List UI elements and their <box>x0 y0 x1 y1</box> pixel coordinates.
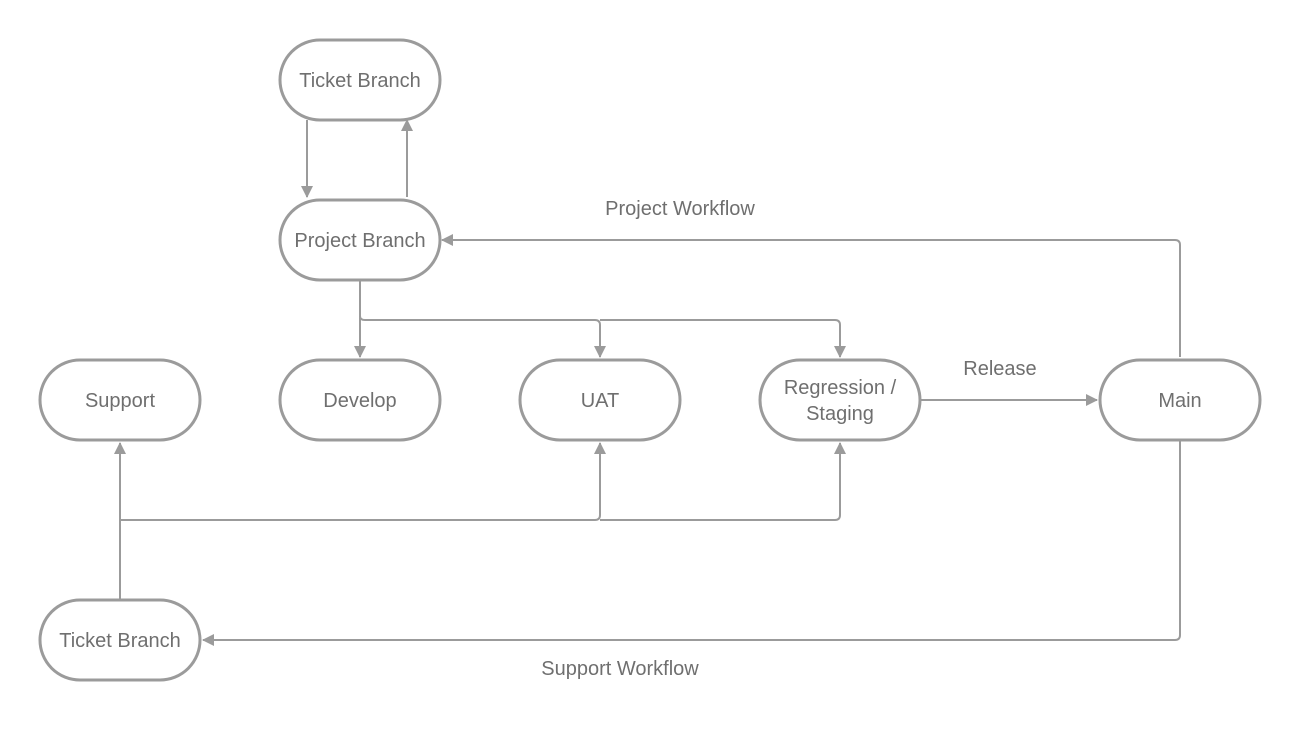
svg-text:Main: Main <box>1158 390 1201 412</box>
project-workflow-label: Project Workflow <box>605 198 755 220</box>
support-workflow-label: Support Workflow <box>541 658 699 680</box>
project-branch-node: Project Branch <box>278 198 442 282</box>
node-label-line: Main <box>1158 390 1201 412</box>
support-node: Support <box>38 358 202 442</box>
edge-main-to-project <box>441 234 1181 357</box>
ticket-branch-bottom-node: Ticket Branch <box>38 598 202 682</box>
svg-text:Develop: Develop <box>323 390 396 412</box>
node-label-line: Regression / <box>784 377 897 399</box>
svg-text:Regression /Staging: Regression / Staging <box>784 377 897 425</box>
svg-text:Ticket Branch: Ticket Branch <box>59 630 181 652</box>
edges <box>114 119 1181 646</box>
svg-text:UAT: UAT <box>581 390 620 412</box>
edge-ticket-bottom-to-uat <box>120 442 606 521</box>
edge-main-to-ticket-bottom <box>202 441 1181 646</box>
edge-project-to-regression <box>600 319 846 358</box>
svg-text:Support: Support <box>85 390 155 412</box>
node-label-line: Develop <box>323 390 396 412</box>
node-label-line: Staging <box>806 403 874 425</box>
edge-ticket-bottom-to-regression <box>600 442 846 521</box>
main-node: Main <box>1098 358 1262 442</box>
regression-staging-node: Regression / Staging <box>758 358 922 442</box>
ticket-branch-top-node: Ticket Branch <box>278 38 442 122</box>
svg-text:Project Branch: Project Branch <box>294 230 425 252</box>
node-label-line: Ticket Branch <box>299 70 421 92</box>
node-label-line: UAT <box>581 390 620 412</box>
node-label-line: Project Branch <box>294 230 425 252</box>
develop-node: Develop <box>278 358 442 442</box>
release-label: Release <box>963 358 1036 380</box>
edge-project-to-uat <box>359 315 606 358</box>
uat-node: UAT <box>518 358 682 442</box>
node-label-line: Support <box>85 390 155 412</box>
node-label-line: Ticket Branch <box>59 630 181 652</box>
svg-text:Ticket Branch: Ticket Branch <box>299 70 421 92</box>
